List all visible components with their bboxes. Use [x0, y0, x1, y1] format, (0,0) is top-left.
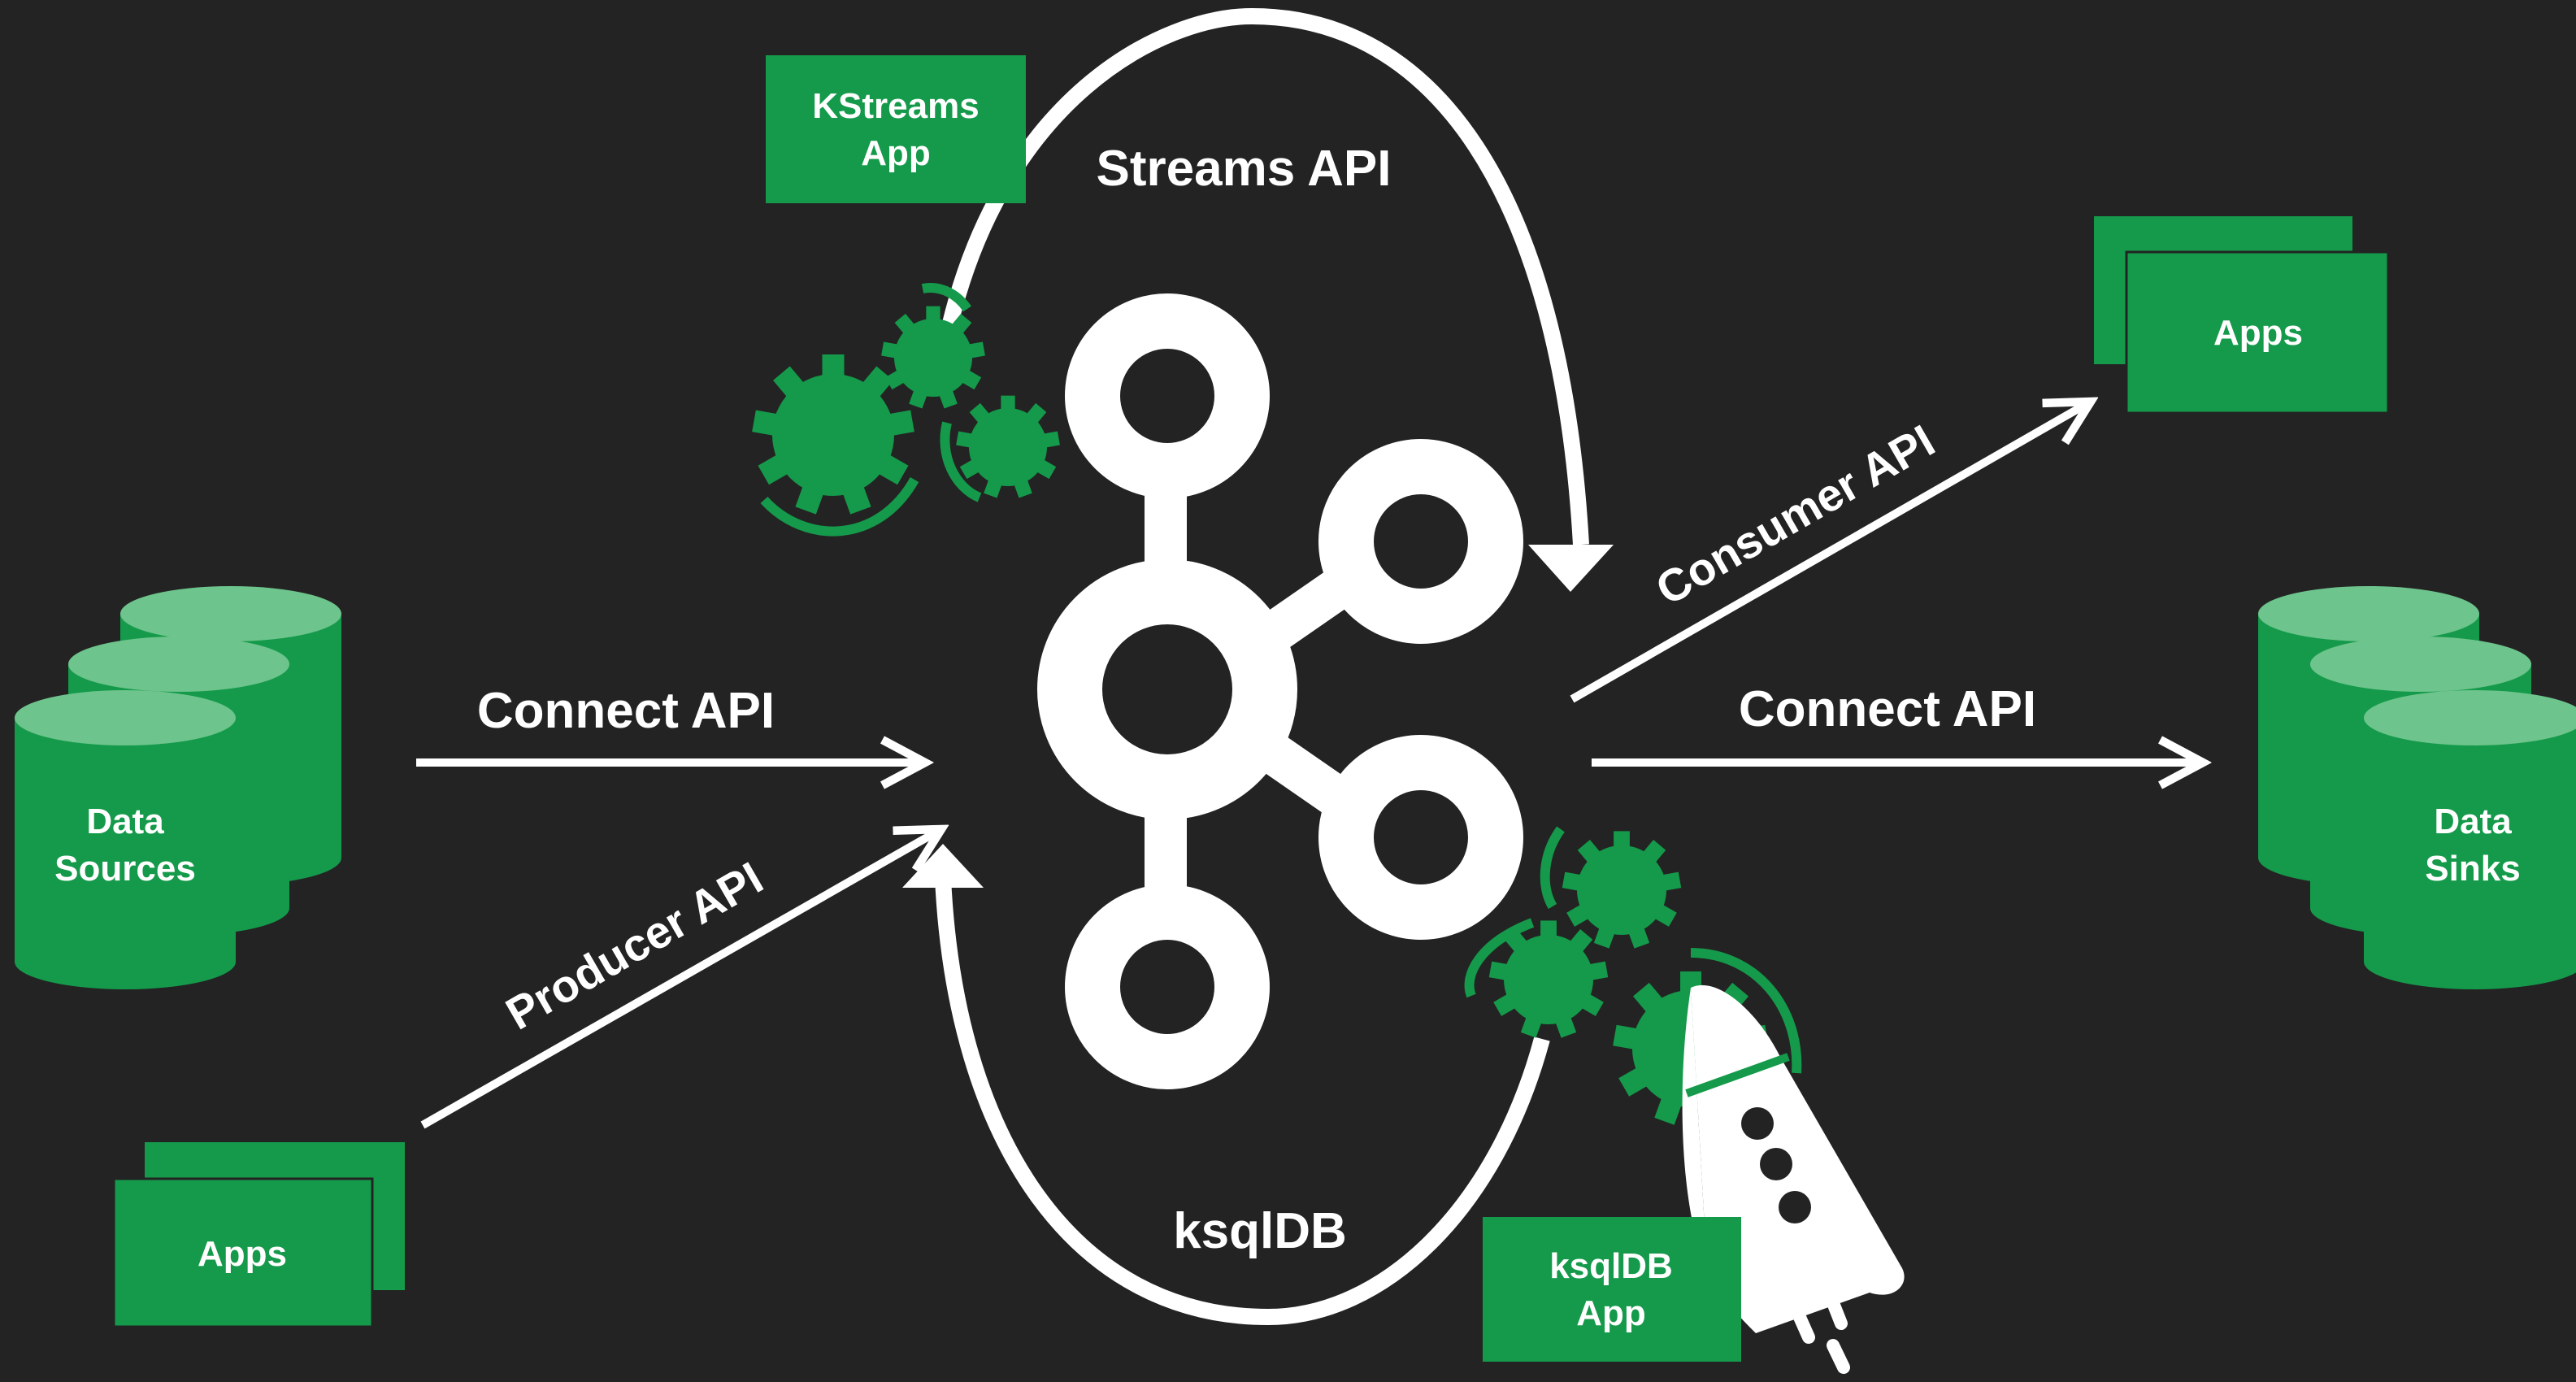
streams-loop-arrow [939, 7, 1614, 592]
rocket-icon [1682, 984, 1905, 1374]
ksqldb-app-label-line1: ksqlDB [1549, 1246, 1673, 1286]
data-sinks-label-line1: Data [2434, 802, 2512, 841]
kstreams-app-label-line1: KStreams [812, 86, 979, 126]
apps-producer-label: Apps [198, 1234, 287, 1274]
ksqldb-app-box [1483, 1217, 1741, 1362]
data-sources-label-line1: Data [86, 802, 164, 841]
apps-consumer-box [2094, 216, 2390, 415]
ksqldb-label: ksqlDB [1173, 1203, 1347, 1259]
data-sources-label-line2: Sources [54, 849, 196, 889]
kstreams-gears-icon [752, 283, 1060, 537]
data-sinks-database-icon [2258, 586, 2576, 989]
streams-api-label: Streams API [1097, 141, 1392, 197]
kafka-logo-icon [1037, 293, 1523, 1089]
data-sinks-label-line2: Sinks [2425, 849, 2520, 889]
producer-api-arrow [420, 829, 941, 1129]
data-sources-database-icon [15, 586, 341, 989]
apps-producer-box [112, 1142, 405, 1328]
consumer-api-arrow [1570, 402, 2091, 703]
connect-api-out-label: Connect API [1739, 681, 2036, 737]
ksqldb-app-label-line2: App [1576, 1293, 1646, 1333]
ksqldb-gears-icon [1464, 826, 1802, 1125]
connect-api-in-label: Connect API [477, 683, 775, 739]
kstreams-app-box [766, 55, 1026, 203]
kstreams-app-label-line2: App [861, 133, 931, 173]
apps-consumer-label: Apps [2213, 313, 2303, 353]
